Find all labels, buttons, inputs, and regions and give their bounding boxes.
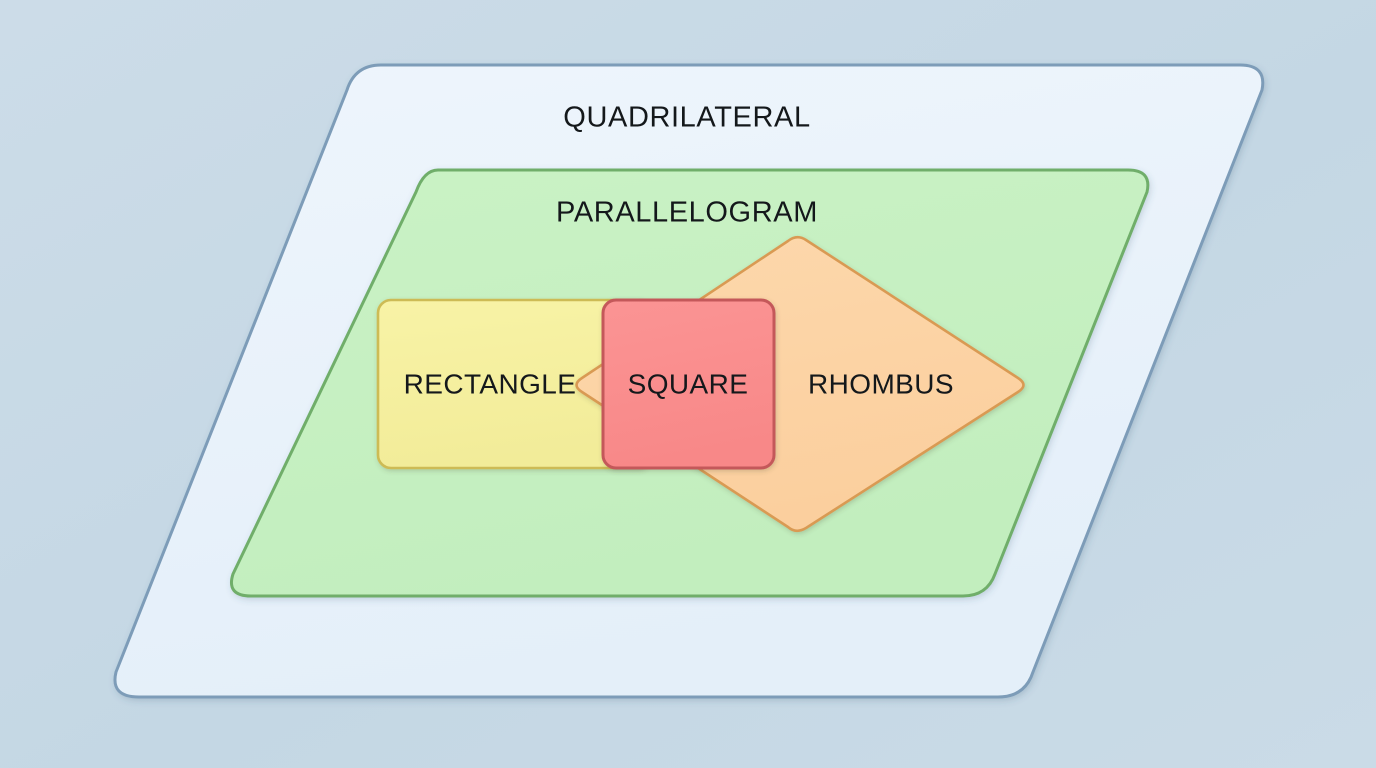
- square-label: SQUARE: [628, 368, 749, 399]
- parallelogram-label: PARALLELOGRAM: [556, 197, 818, 229]
- shape-square[interactable]: SQUARE: [601, 298, 776, 470]
- quadrilateral-label: QUADRILATERAL: [563, 102, 810, 134]
- rectangle-label: RECTANGLE: [404, 368, 577, 399]
- rhombus-label: RHOMBUS: [808, 368, 954, 399]
- square-outline: [601, 298, 776, 470]
